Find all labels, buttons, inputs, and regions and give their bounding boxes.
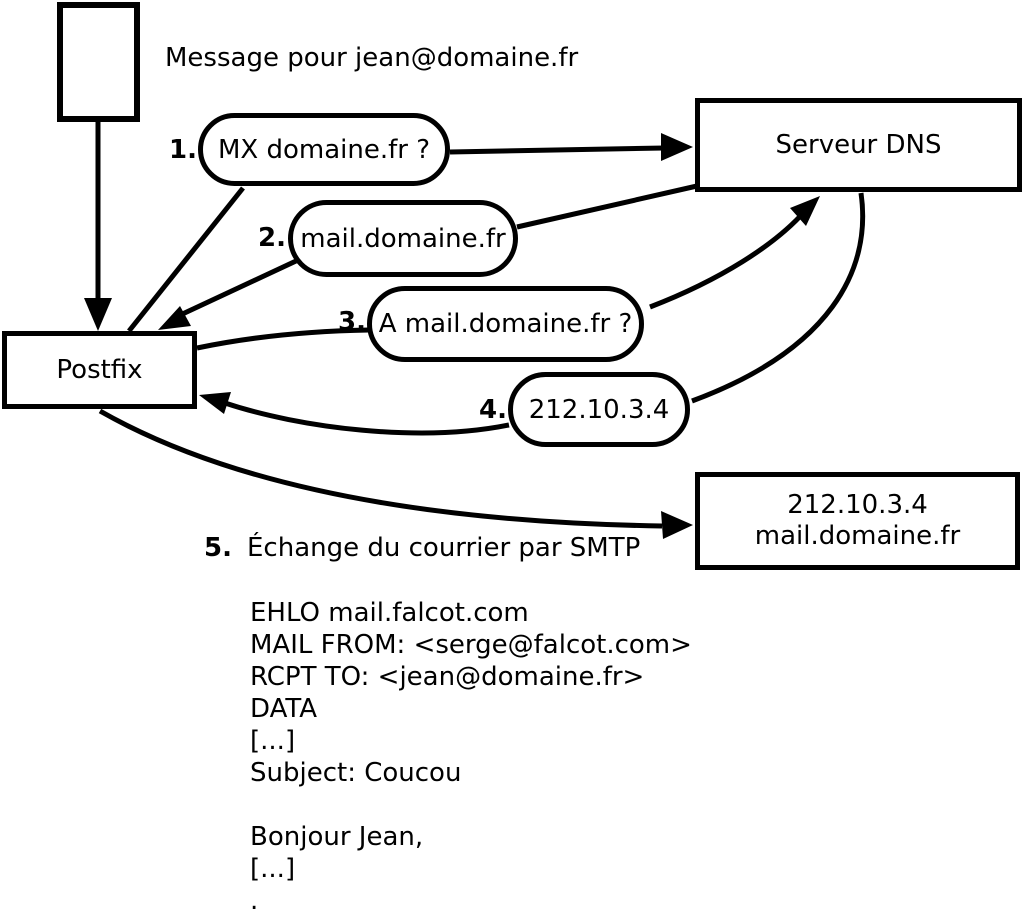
smtp-line: MAIL FROM: <serge@falcot.com> <box>250 630 692 660</box>
arrowhead-a-answer-to-postfix <box>199 392 231 414</box>
smtp-line: RCPT TO: <jean@domaine.fr> <box>250 662 645 692</box>
arrowhead-queue-to-postfix <box>84 298 112 331</box>
line-mx-query-to-dns <box>449 145 665 155</box>
pill-mx-answer: mail.domaine.fr <box>288 200 518 277</box>
mail-queue-box <box>57 2 140 122</box>
message-caption: Message pour jean@domaine.fr <box>165 43 579 73</box>
arrow-smtp-exchange <box>98 408 663 529</box>
line-a-answer-to-postfix <box>224 400 510 436</box>
step-number-1: 1. <box>169 135 197 165</box>
step-number-4: 4. <box>479 395 507 425</box>
smtp-line: [...] <box>250 726 296 756</box>
arrowhead-mx-answer-to-postfix <box>158 306 191 330</box>
line-a-query-to-dns <box>649 209 807 310</box>
pill-mx-query-label: MX domaine.fr ? <box>217 134 431 165</box>
smtp-line: Bonjour Jean, <box>250 822 424 852</box>
smtp-line: [...] <box>250 854 296 884</box>
line-postfix-to-a-query <box>196 327 370 351</box>
destination-server-box: 212.10.3.4 mail.domaine.fr <box>695 472 1020 570</box>
step-number-5: 5. <box>204 533 232 563</box>
smtp-exchange-caption: Échange du courrier par SMTP <box>247 533 641 563</box>
line-dns-to-mx-answer <box>516 183 698 230</box>
destination-ip: 212.10.3.4 <box>787 490 928 520</box>
pill-mx-answer-label: mail.domaine.fr <box>300 223 506 254</box>
smtp-line: Subject: Coucou <box>250 758 462 788</box>
arrowhead-mx-query-to-dns <box>661 133 693 161</box>
postfix-box: Postfix <box>2 331 197 409</box>
smtp-line <box>250 789 692 821</box>
pill-mx-query: MX domaine.fr ? <box>198 113 450 186</box>
dns-server-box: Serveur DNS <box>695 98 1022 192</box>
smtp-line: . <box>250 886 259 916</box>
line-dns-to-a-answer <box>691 192 866 404</box>
dns-server-label: Serveur DNS <box>775 130 942 160</box>
step-number-3: 3. <box>338 307 366 337</box>
arrowhead-a-query-to-dns <box>790 196 820 226</box>
pill-a-answer: 212.10.3.4 <box>508 372 690 447</box>
step-number-2: 2. <box>258 223 286 253</box>
pill-a-query: A mail.domaine.fr ? <box>367 286 644 362</box>
destination-hostname: mail.domaine.fr <box>754 521 961 551</box>
arrowhead-smtp-exchange <box>661 511 693 539</box>
pill-a-query-label: A mail.domaine.fr ? <box>378 309 633 339</box>
line-mx-answer-to-postfix <box>174 258 298 320</box>
smtp-line: DATA <box>250 694 317 724</box>
smtp-line: EHLO mail.falcot.com <box>250 598 529 628</box>
line-postfix-to-mx-query <box>127 186 245 333</box>
pill-a-answer-label: 212.10.3.4 <box>528 394 670 425</box>
postfix-label: Postfix <box>56 355 143 385</box>
